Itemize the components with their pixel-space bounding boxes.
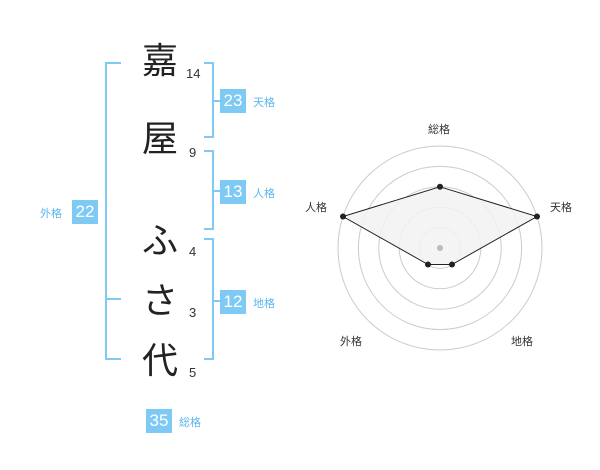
name-char-2: 屋	[141, 119, 178, 160]
radar-series-polygon	[341, 186, 539, 265]
radar-axis-label-jinkaku: 人格	[305, 201, 327, 214]
radar-point-5	[340, 213, 346, 220]
radar-center-point	[437, 245, 443, 251]
gaikaku-label: 外格	[40, 207, 62, 220]
stroke-count-3: 4	[189, 244, 197, 259]
radar-axis-label-tenkaku: 天格	[550, 201, 572, 214]
soukaku-label: 総格	[179, 416, 201, 429]
stroke-count-5: 5	[189, 365, 197, 380]
jinkaku-value: 13	[220, 180, 246, 204]
radar-axis-label-soukaku: 総格	[428, 123, 450, 136]
name-char-1: 嘉	[141, 41, 178, 82]
stroke-count-4: 3	[189, 305, 197, 320]
gaikaku-value: 22	[72, 200, 98, 224]
soukaku-value: 35	[146, 409, 172, 433]
radar-point-1	[437, 183, 443, 190]
name-char-3: ふ	[141, 221, 178, 262]
radar-ring-5	[337, 145, 543, 351]
jinkaku-label: 人格	[253, 187, 275, 200]
name-char-4: さ	[141, 281, 178, 322]
radar-axis-label-gaikaku: 外格	[340, 335, 362, 348]
stroke-count-1: 14	[186, 66, 201, 81]
tenkaku-label: 天格	[253, 96, 275, 109]
tenkaku-value: 23	[220, 89, 246, 113]
name-char-5: 代	[141, 341, 178, 382]
radar-point-2	[534, 213, 540, 220]
radar-point-3	[449, 261, 455, 268]
radar-axis-label-chikaku: 地格	[511, 335, 533, 348]
chikaku-label: 地格	[253, 297, 275, 310]
stroke-count-2: 9	[189, 145, 197, 160]
chikaku-value: 12	[220, 290, 246, 314]
radar-ring-4	[357, 165, 523, 331]
radar-point-4	[425, 261, 431, 268]
